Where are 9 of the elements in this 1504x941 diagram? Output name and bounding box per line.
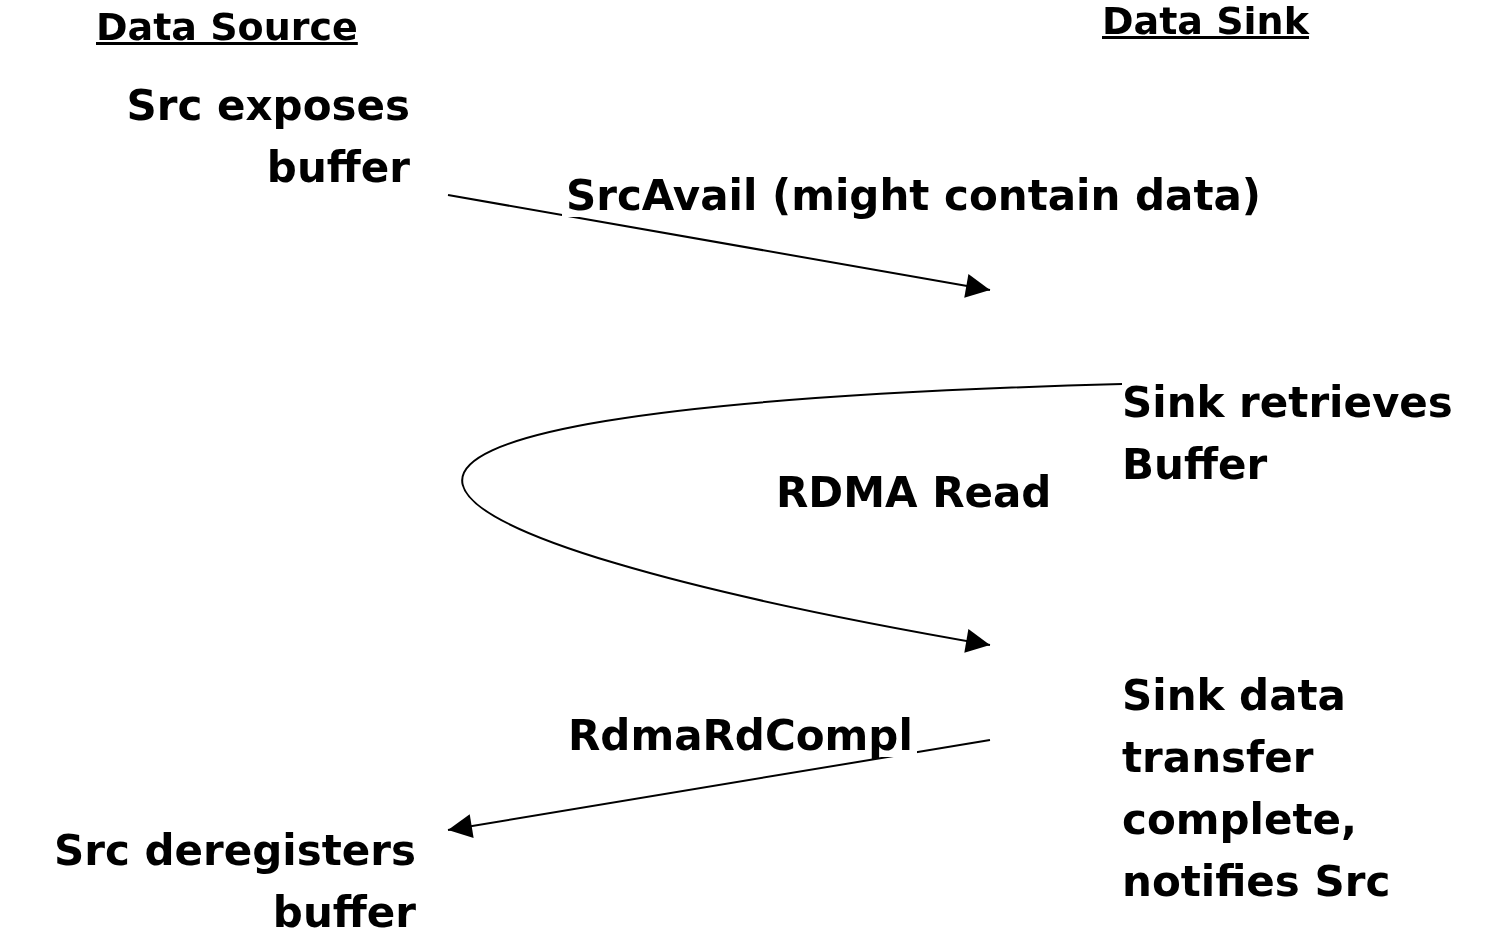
column-heading: Data Sink bbox=[1102, 2, 1309, 40]
arrow bbox=[447, 194, 991, 298]
step-text: Src exposes buffer bbox=[125, 80, 410, 194]
arrow bbox=[447, 739, 991, 838]
column-heading: Data Source bbox=[96, 8, 358, 46]
arrow bbox=[461, 383, 1123, 653]
step-text: Src deregisters buffer bbox=[53, 825, 416, 939]
step-text: Sink retrieves Buffer bbox=[1122, 377, 1454, 491]
step-text: Sink data transfer complete, notifies Src bbox=[1122, 670, 1392, 908]
